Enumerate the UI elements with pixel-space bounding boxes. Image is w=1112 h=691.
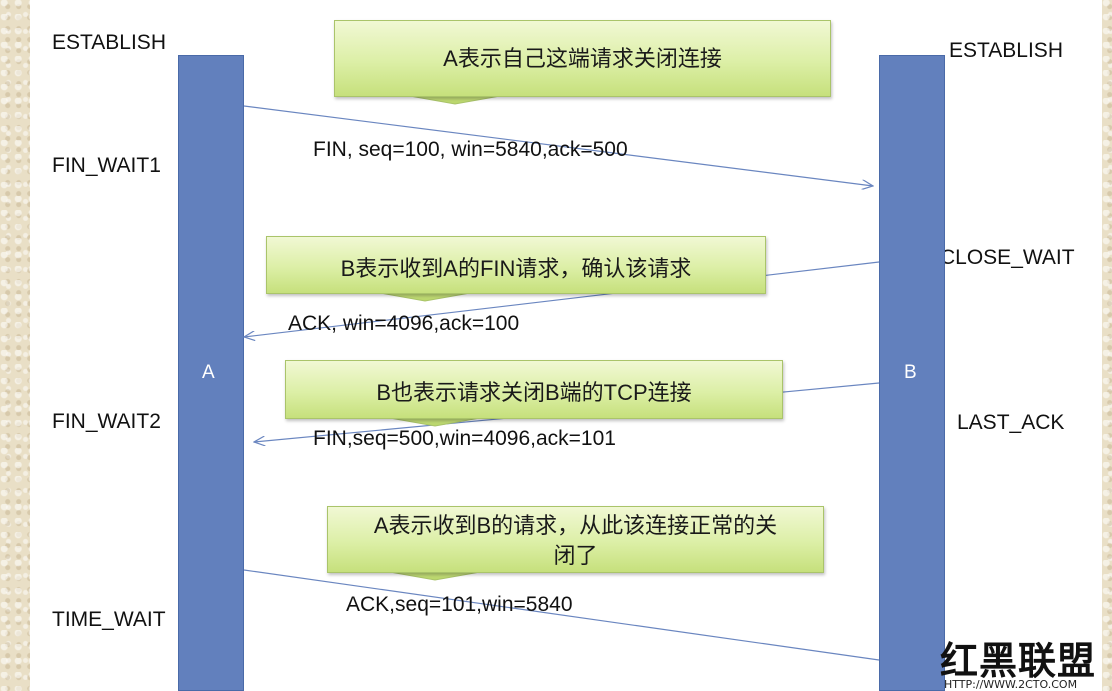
state-a-fin-wait2: FIN_WAIT2 xyxy=(52,410,161,433)
background-texture-right xyxy=(1102,0,1112,691)
message-ack-2: ACK,seq=101,win=5840 xyxy=(346,593,573,616)
endpoint-a-bar xyxy=(178,55,244,691)
callout-1-tail xyxy=(409,95,501,105)
callout-1-text: A表示自己这端请求关闭连接 xyxy=(443,46,722,71)
state-a-fin-wait1: FIN_WAIT1 xyxy=(52,154,161,177)
endpoint-b-bar xyxy=(879,55,945,691)
callout-2-tail xyxy=(379,292,471,302)
state-a-establish: ESTABLISH xyxy=(52,31,166,54)
callout-4-tail xyxy=(389,571,481,581)
message-ack-1: ACK, win=4096,ack=100 xyxy=(288,312,520,335)
state-b-last-ack: LAST_ACK xyxy=(957,411,1065,434)
state-b-close-wait: CLOSE_WAIT xyxy=(940,246,1075,269)
arrow-ack-a-to-b xyxy=(243,569,880,661)
callout-b-request-close: B也表示请求关闭B端的TCP连接 xyxy=(285,360,783,419)
callout-b-ack-fin: B表示收到A的FIN请求，确认该请求 xyxy=(266,236,766,294)
callout-a-closed: A表示收到B的请求，从此该连接正常的关闭了 xyxy=(327,506,824,573)
message-fin-2: FIN,seq=500,win=4096,ack=101 xyxy=(313,427,616,450)
state-a-time-wait: TIME_WAIT xyxy=(52,608,166,631)
endpoint-b-label: B xyxy=(904,362,917,383)
state-b-establish: ESTABLISH xyxy=(949,39,1063,62)
message-fin-1: FIN, seq=100, win=5840,ack=500 xyxy=(313,138,628,161)
callout-3-text: B也表示请求关闭B端的TCP连接 xyxy=(376,380,692,405)
arrow-fin-a-to-b xyxy=(243,105,873,186)
callout-a-request-close: A表示自己这端请求关闭连接 xyxy=(334,20,831,97)
endpoint-a-label: A xyxy=(202,362,215,383)
watermark-url: HTTP://WWW.2CTO.COM xyxy=(944,678,1078,691)
background-texture-left xyxy=(0,0,30,691)
watermark-logo: 红黑联盟 xyxy=(940,638,1097,683)
callout-4-text: A表示收到B的请求，从此该连接正常的关闭了 xyxy=(373,513,778,568)
arrow-ack-b-to-a xyxy=(244,261,880,337)
callout-2-text: B表示收到A的FIN请求，确认该请求 xyxy=(340,256,692,281)
